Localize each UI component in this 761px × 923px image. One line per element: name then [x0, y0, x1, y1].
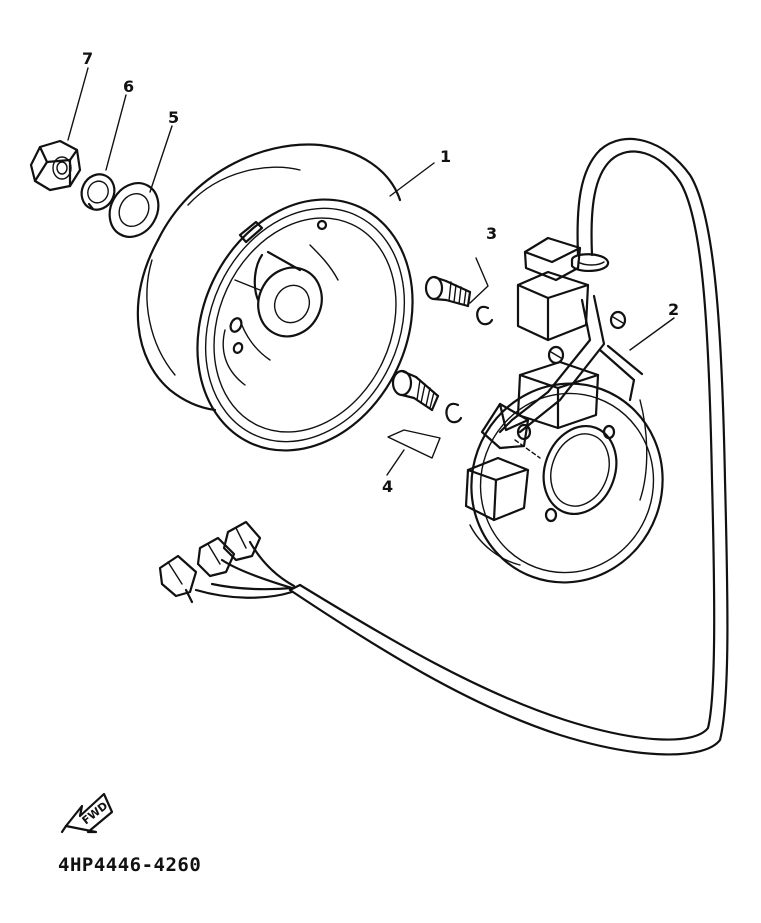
rotor-part-1 [136, 143, 414, 452]
nut-part-7 [29, 139, 82, 192]
callout-7: 7 [82, 49, 93, 68]
screw-part-4 [391, 369, 463, 424]
callout-6: 6 [123, 77, 134, 96]
washer-part-5 [108, 182, 160, 238]
callout-2: 2 [668, 300, 679, 319]
drawing-code: 4HP4446-4260 [58, 854, 202, 876]
stator-part-2 [464, 236, 664, 584]
lock-washer-part-6 [80, 173, 116, 211]
callout-5: 5 [168, 108, 179, 127]
screw-part-3 [424, 275, 494, 326]
fwd-arrow-icon: FWD [60, 792, 114, 834]
callout-1: 1 [440, 147, 451, 166]
callout-4: 4 [382, 477, 393, 496]
callout-3: 3 [486, 224, 497, 243]
leader-lines [67, 67, 675, 476]
lead-wire [158, 137, 729, 756]
